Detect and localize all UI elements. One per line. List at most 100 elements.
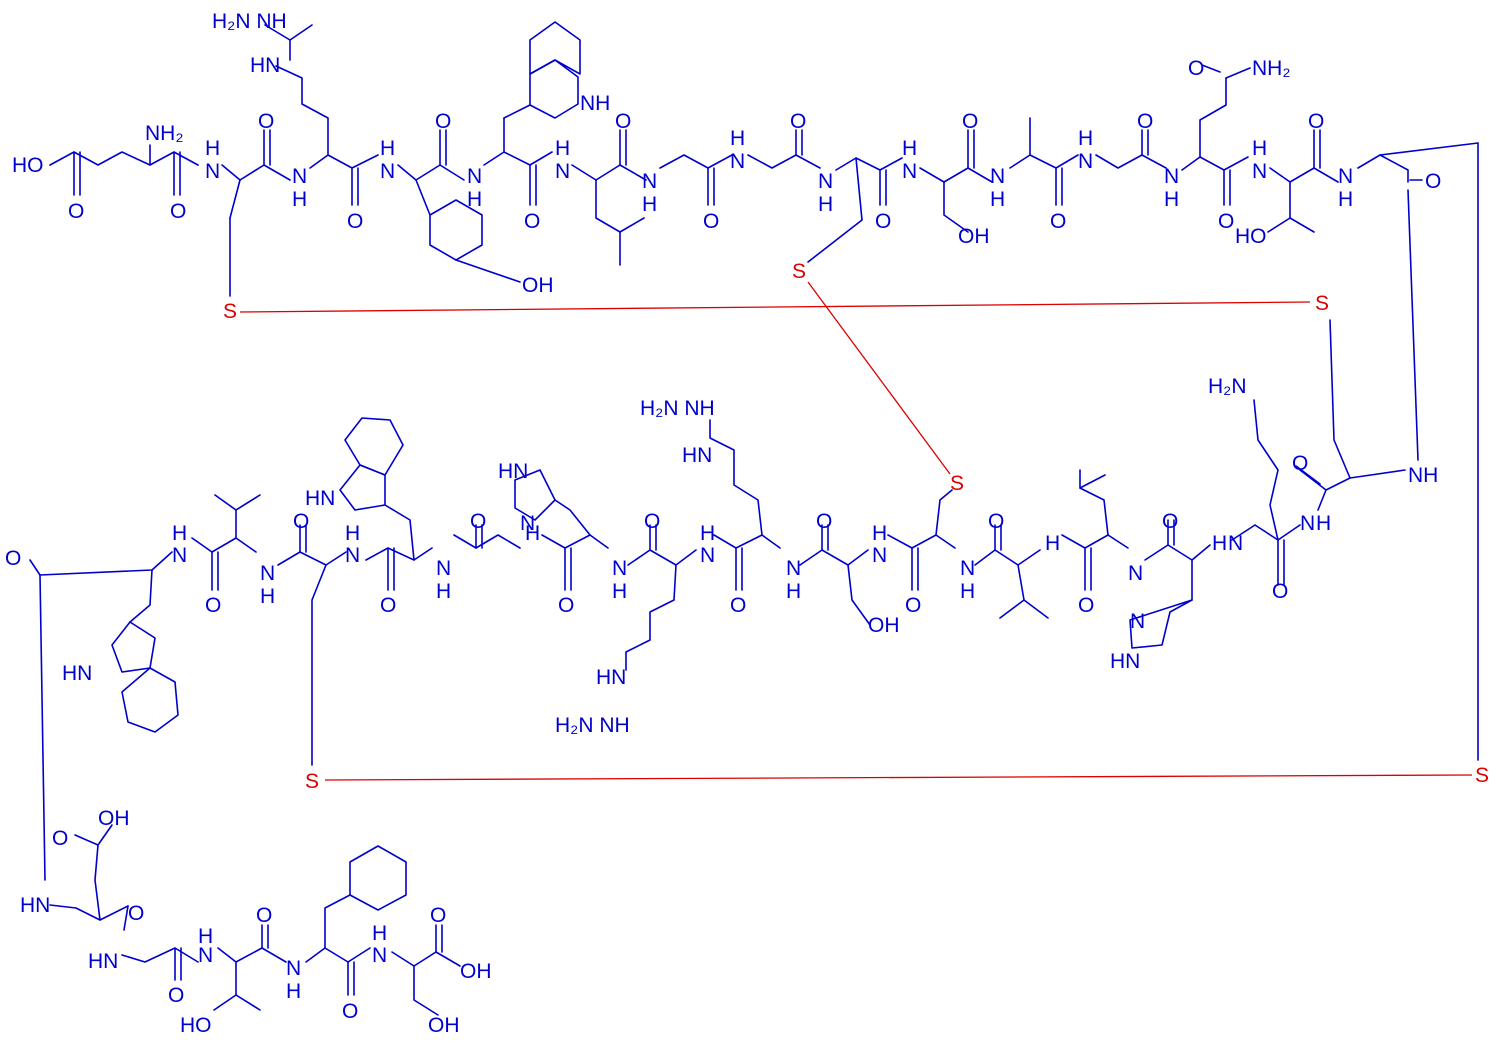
label-h-val-m: H — [960, 580, 975, 603]
label-hn-indole-mid: HN — [305, 487, 335, 510]
label-h-gly1: H — [642, 193, 657, 216]
label-o-asp: O — [52, 827, 68, 850]
label-n-phe: N — [286, 957, 301, 980]
backbone-middle — [29, 319, 1406, 881]
label-s-right-low: S — [1475, 764, 1489, 787]
label-h-trp-mid: H — [345, 522, 360, 545]
label-n-ring: N — [1338, 165, 1353, 188]
label-n-val-left: N — [260, 562, 275, 585]
label-o-leu-m: O — [1078, 594, 1094, 617]
label-n-gly2: N — [730, 150, 745, 173]
label-o-gly-low: O — [168, 984, 184, 1007]
label-o-cys-left: O — [293, 510, 309, 533]
backbone-top — [49, 21, 1479, 761]
label-h-thr: H — [1252, 137, 1267, 160]
label-h-gly3: H — [1078, 127, 1093, 150]
label-o-gly1: O — [703, 210, 719, 233]
label-hn-asp: HN — [20, 894, 50, 917]
label-oh-asp: OH — [98, 807, 130, 830]
label-n-gln: N — [1164, 165, 1179, 188]
label-n-his-r: N — [1228, 532, 1243, 555]
label-h-ala: H — [990, 188, 1005, 211]
label-h-ring: H — [1338, 188, 1353, 211]
label-n-cys2: N — [818, 170, 833, 193]
label-nh-indole-top: NH — [580, 92, 610, 115]
label-n-val-m: N — [960, 557, 975, 580]
label-o-arg: O — [347, 210, 363, 233]
label-oh-ser-mid: OH — [868, 614, 900, 637]
label-nh-ring: NH — [1408, 464, 1438, 487]
label-o-his-r: O — [1162, 510, 1178, 533]
label-h-arg-up: H — [700, 522, 715, 545]
label-hn-guan-mid: HN — [682, 444, 712, 467]
label-o-trp: O — [524, 210, 540, 233]
label-s-cys-right: S — [1315, 292, 1329, 315]
label-n-ser-mid: N — [786, 557, 801, 580]
label-s-cys2: S — [792, 260, 806, 283]
label-n-thr-low: N — [198, 944, 213, 967]
label-n-his-ring: N — [1130, 610, 1145, 633]
label-guanidine-top: H₂N NH — [212, 10, 287, 33]
label-o-gly2: O — [790, 110, 806, 133]
label-o-gly3: O — [1137, 110, 1153, 133]
label-s-cys-left: S — [305, 770, 319, 793]
label-n-tyr: N — [380, 160, 395, 183]
label-o-ser-c: O — [430, 904, 446, 927]
label-h-lys: H — [1316, 512, 1331, 535]
label-o-thr-low: O — [256, 904, 272, 927]
disulfide-bond-1 — [239, 301, 1311, 313]
label-s-cys1: S — [223, 300, 237, 323]
label-guanidine-mid: H₂N NH — [640, 397, 715, 420]
label-o-ser: O — [962, 110, 978, 133]
label-h-trp-left: H — [172, 522, 187, 545]
label-o-phe: O — [342, 1000, 358, 1023]
label-n-leu-m: N — [1128, 562, 1143, 585]
label-hn-his-ring: HN — [1110, 650, 1140, 673]
label-hn-arg-low: HN — [596, 666, 626, 689]
label-n-cys-mid: N — [872, 544, 887, 567]
label-n-trp-left: N — [172, 544, 187, 567]
label-h-ser-mid: H — [786, 580, 801, 603]
label-oh-tyr: OH — [522, 274, 554, 297]
label-o-gln: O — [1218, 210, 1234, 233]
label-o-tyr: O — [435, 110, 451, 133]
label-o-cys-right: O — [1292, 452, 1308, 475]
label-n-trp-mid: N — [345, 544, 360, 567]
label-h-leu-m: H — [1045, 532, 1060, 555]
label-nh2-glu: NH₂ — [145, 122, 183, 145]
label-o-asp-2: O — [128, 902, 144, 925]
label-o-val-m: O — [988, 510, 1004, 533]
label-n-arg-up: N — [700, 544, 715, 567]
label-h-arg-low: H — [612, 580, 627, 603]
label-nh-lys: N — [1300, 512, 1315, 535]
label-h-ser-c: H — [372, 922, 387, 945]
label-h-tyr: H — [380, 137, 395, 160]
label-ho-thr: HO — [1235, 225, 1267, 248]
label-hn-guan-top: HN — [250, 54, 280, 77]
label-h-cys2: H — [818, 193, 833, 216]
label-n-trp: N — [467, 165, 482, 188]
label-h2n-lys: H₂N — [1208, 375, 1246, 398]
label-n-ser-c: N — [372, 944, 387, 967]
label-o-trp-mid: O — [380, 594, 396, 617]
label-h-cys-mid: H — [872, 522, 887, 545]
label-o-ring: O — [1425, 170, 1441, 193]
label-ho-thr-low: HO — [180, 1014, 212, 1037]
label-o-ser-mid: O — [816, 510, 832, 533]
label-o-gln-side: O — [1188, 57, 1204, 80]
label-n-imid-mid: N — [520, 512, 535, 535]
label-o-lys: O — [1272, 580, 1288, 603]
disulfide-bond-3 — [324, 774, 1473, 781]
label-o-his-mid: O — [558, 594, 574, 617]
label-h-ser: H — [902, 137, 917, 160]
label-h-trp: H — [467, 188, 482, 211]
label-o-gly-mid: O — [470, 510, 486, 533]
label-nh2-gln: NH₂ — [1252, 57, 1290, 80]
label-h-gly2: H — [730, 127, 745, 150]
label-o-val-left: O — [205, 594, 221, 617]
label-n-leu: N — [555, 160, 570, 183]
label-h-cys1: H — [205, 137, 220, 160]
label-n-ala: N — [990, 165, 1005, 188]
label-ho-glu: HO — [12, 154, 44, 177]
